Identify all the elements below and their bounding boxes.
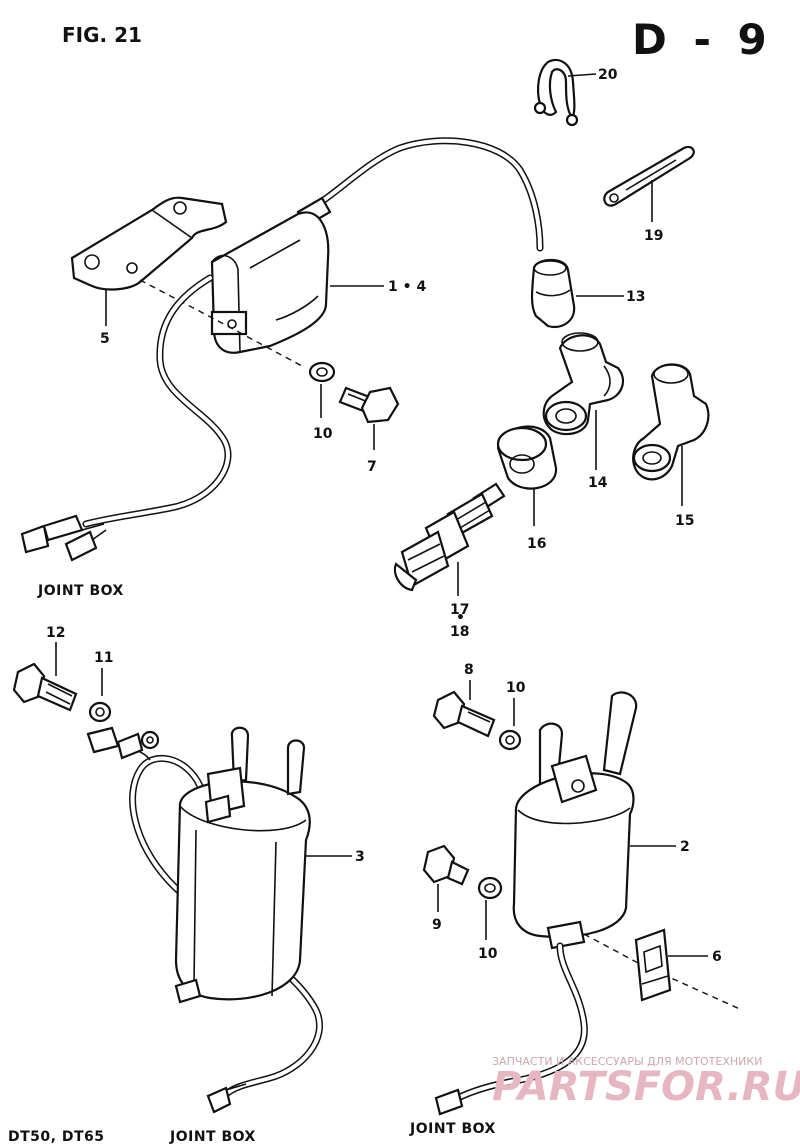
clamp-part-6 bbox=[634, 928, 672, 1002]
callout-13: 13 bbox=[626, 289, 645, 305]
callout-12: 12 bbox=[46, 625, 65, 641]
bracket-part-5 bbox=[70, 196, 228, 291]
bolt-part-8 bbox=[432, 690, 496, 738]
callout-8: 8 bbox=[464, 662, 474, 678]
clip-part-20 bbox=[533, 58, 579, 127]
page-code: D - 9 bbox=[632, 15, 773, 64]
connector-top bbox=[20, 514, 107, 562]
bolt-part-9 bbox=[422, 844, 470, 886]
callout-16: 16 bbox=[527, 536, 546, 552]
washer-part-11 bbox=[88, 701, 112, 723]
callout-1-4: 1 • 4 bbox=[388, 279, 426, 295]
terminal-eyes bbox=[86, 726, 160, 760]
washer-part-10-lower bbox=[477, 876, 503, 900]
callout-14: 14 bbox=[588, 475, 608, 491]
spark-plug-part-17-18 bbox=[393, 482, 506, 592]
watermark-brand: PARTSFOR.RU bbox=[492, 1064, 800, 1110]
callout-18: 18 bbox=[450, 624, 469, 640]
caption-joint-box-right: JOINT BOX bbox=[409, 1121, 496, 1137]
ignition-coil-part-3 bbox=[174, 726, 311, 1004]
callout-11: 11 bbox=[94, 650, 113, 666]
callout-6: 6 bbox=[712, 949, 722, 965]
callout-dot: • bbox=[456, 610, 465, 626]
ignition-coil-part-2 bbox=[512, 691, 638, 950]
washer-part-10-mid bbox=[498, 729, 522, 751]
watermark-tagline: ЗАПЧАСТИ И АКСЕССУАРЫ ДЛЯ МОТОТЕХНИКИ bbox=[492, 1055, 762, 1068]
figure-number: FIG. 21 bbox=[62, 23, 142, 47]
ring-part-16 bbox=[496, 425, 558, 490]
bolt-part-7 bbox=[338, 386, 400, 424]
callout-19: 19 bbox=[644, 228, 663, 244]
connector-right bbox=[434, 1088, 464, 1116]
callout-7: 7 bbox=[367, 459, 377, 475]
callout-20: 20 bbox=[598, 67, 618, 83]
washer-part-10-upper bbox=[308, 361, 336, 383]
callout-17: 17 bbox=[450, 602, 469, 618]
caption-models: DT50, DT65 bbox=[8, 1129, 105, 1145]
plug-cap-part-14 bbox=[542, 332, 625, 436]
callout-10-lower: 10 bbox=[478, 946, 498, 962]
caption-joint-box-left: JOINT BOX bbox=[169, 1129, 256, 1145]
plug-cap-part-15 bbox=[632, 363, 710, 481]
callout-10-mid: 10 bbox=[506, 680, 526, 696]
callout-15: 15 bbox=[675, 513, 694, 529]
cap-part-13 bbox=[530, 258, 576, 329]
ignition-coil-part-1-4 bbox=[210, 137, 544, 354]
bolt-part-12 bbox=[12, 662, 78, 712]
caption-joint-box-top: JOINT BOX bbox=[37, 583, 124, 599]
callout-9: 9 bbox=[432, 917, 442, 933]
callout-10-upper: 10 bbox=[313, 426, 333, 442]
callout-2: 2 bbox=[680, 839, 690, 855]
connector-left bbox=[206, 1083, 247, 1114]
callout-3: 3 bbox=[355, 849, 365, 865]
band-part-19 bbox=[603, 145, 695, 207]
callout-5: 5 bbox=[100, 331, 110, 347]
